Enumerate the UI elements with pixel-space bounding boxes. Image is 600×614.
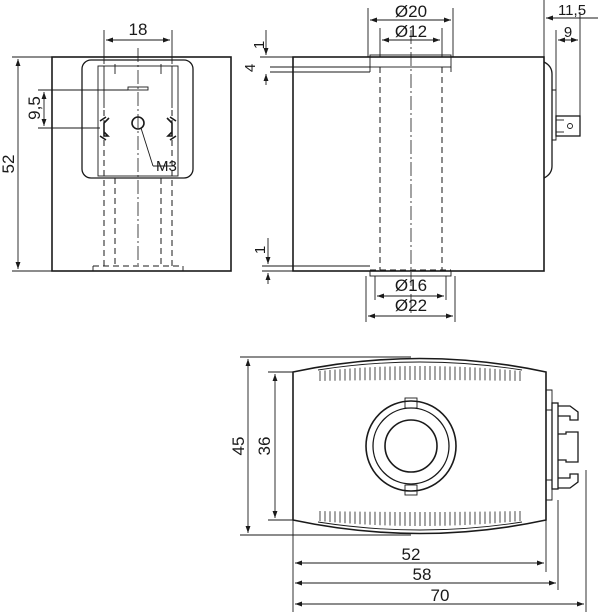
side-view: Ø20 Ø12 1 4 1 Ø16 Ø22 11,5 9	[242, 0, 598, 322]
dim-length-58: 58	[413, 565, 432, 584]
top-view: 45 36 52 58 70	[229, 356, 587, 612]
dim-wall-bottom-1: 1	[252, 246, 269, 254]
dim-connector-9-5: 9,5	[25, 96, 44, 120]
dim-length-70: 70	[431, 586, 450, 605]
dim-wall-top-1: 1	[251, 41, 268, 49]
ribbing-top	[319, 366, 521, 381]
dim-inner-12: Ø12	[395, 22, 427, 41]
dim-height-36: 36	[255, 437, 274, 456]
dim-length-52: 52	[402, 545, 421, 564]
coil-bore-icon	[365, 400, 457, 492]
dim-flange-4: 4	[242, 64, 259, 72]
dim-outer-22: Ø22	[395, 296, 427, 315]
dim-height-45: 45	[229, 437, 248, 456]
dim-terminal-9: 9	[564, 24, 572, 41]
dim-height-52: 52	[0, 155, 18, 174]
terminal-center-icon	[558, 431, 579, 463]
left-clip-icon	[99, 116, 110, 141]
dim-terminal-11-5: 11,5	[558, 2, 586, 19]
right-clip-icon	[166, 116, 177, 141]
ribbing-bottom	[319, 511, 521, 526]
dim-inner-16: Ø16	[395, 276, 427, 295]
front-view: M3 18 52 9,5	[0, 20, 232, 272]
dim-width-18: 18	[129, 20, 148, 39]
screw-hole-icon	[131, 116, 145, 130]
dim-outer-20: Ø20	[395, 2, 427, 21]
thread-label: M3	[156, 158, 177, 175]
terminal-blade-icon	[555, 115, 581, 137]
